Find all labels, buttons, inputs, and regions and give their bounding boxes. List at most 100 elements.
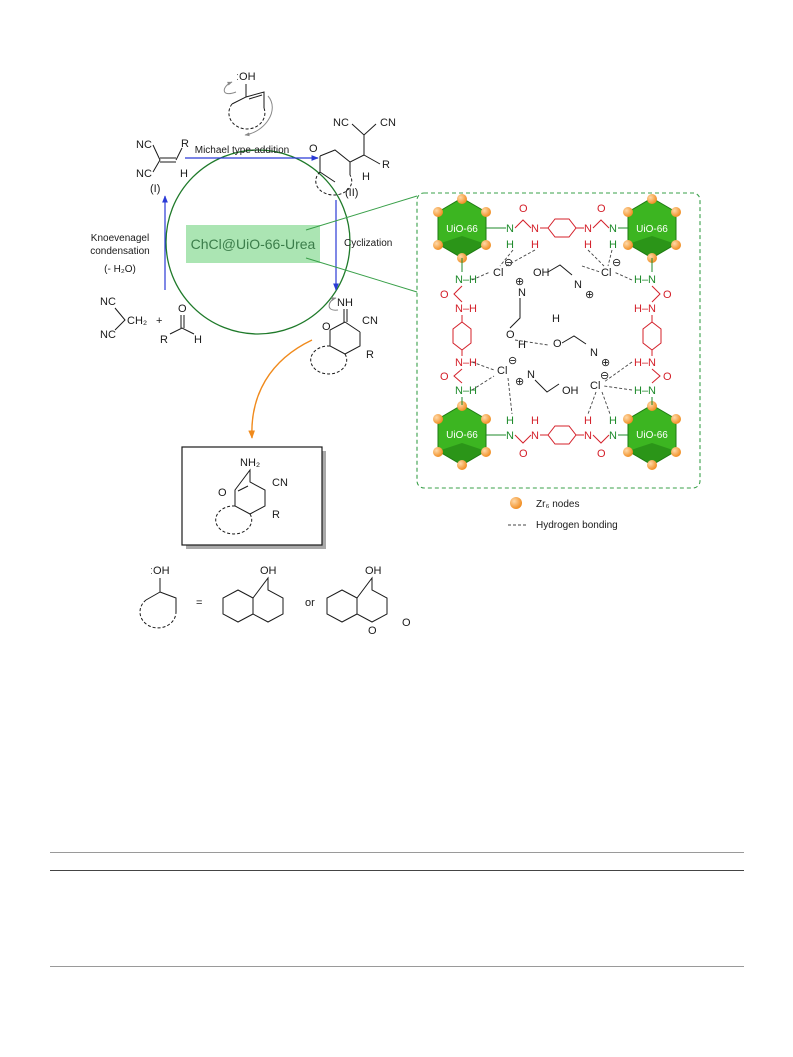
table-rule-bottom [50, 966, 744, 967]
cyclization-label: Cyclization [344, 238, 392, 249]
cyclized-intermediate: NH CN O R [310, 297, 378, 375]
svg-text:N: N [527, 369, 535, 381]
svg-text:H–N: H–N [634, 303, 656, 315]
choline-center: H O N ⊕ [552, 313, 610, 369]
framework-box [416, 192, 701, 489]
cn-label-three: CN [362, 315, 378, 327]
o-label-two: O [309, 143, 318, 155]
svg-text:O: O [519, 203, 528, 215]
svg-text:H: H [518, 339, 526, 351]
svg-text:⊕: ⊕ [515, 276, 524, 288]
knoevenagel-label-2: condensation [90, 246, 150, 257]
node-top-left: UiO-66 [433, 194, 491, 263]
malononitrile-nc-top: NC [100, 296, 116, 308]
svg-text:N–H: N–H [455, 385, 477, 397]
svg-text:N: N [584, 223, 592, 235]
zoom-line-bottom [305, 257, 418, 293]
node-label-top-right: UiO-66 [636, 224, 668, 235]
svg-text:O: O [553, 338, 562, 350]
svg-text:⊕: ⊕ [585, 289, 594, 301]
node-bottom-right: UiO-66 [623, 401, 681, 470]
svg-text:O: O [506, 329, 515, 341]
o-label-three: O [322, 321, 331, 333]
svg-text:N: N [574, 279, 582, 291]
svg-text:N–H: N–H [455, 357, 477, 369]
svg-text:O: O [519, 448, 528, 460]
legend: Zr₆ nodes Hydrogen bonding [508, 497, 618, 531]
or-word: or [305, 597, 315, 609]
label-two: (II) [345, 187, 358, 199]
product-cn: CN [272, 477, 288, 489]
r-label-two: R [382, 159, 390, 171]
choline-upper-left: N ⊕ O H [506, 276, 526, 351]
cn-label-two: CN [380, 117, 396, 129]
equals-sign: = [196, 597, 202, 609]
svg-text:⊖: ⊖ [600, 370, 609, 382]
nc-label-two: NC [333, 117, 349, 129]
michael-label: Michael type-addition [195, 145, 290, 156]
h-label-one: H [180, 168, 188, 180]
svg-text:OH: OH [562, 385, 579, 397]
svg-text:N: N [518, 287, 526, 299]
svg-text:OH: OH [533, 267, 550, 279]
choline-upper-right: OH N ⊕ [533, 264, 594, 301]
svg-text:H: H [609, 239, 617, 251]
svg-text:Cl: Cl [493, 267, 503, 279]
svg-text:⊕: ⊕ [515, 376, 524, 388]
svg-text:H: H [531, 239, 539, 251]
svg-text:N: N [506, 430, 514, 442]
svg-text:⊖: ⊖ [508, 355, 517, 367]
plus-sign: + [156, 315, 162, 327]
nc-bottom-label: NC [136, 168, 152, 180]
svg-text:N–H: N–H [455, 303, 477, 315]
svg-text:H: H [506, 415, 514, 427]
cycle-ring [165, 149, 351, 335]
h-label-two: H [362, 171, 370, 183]
malononitrile-nc-bottom: NC [100, 329, 116, 341]
catalytic-cycle: ChCl@UiO-66-Urea Michael type-addition C… [90, 71, 396, 439]
zr-node-legend-icon [510, 497, 522, 509]
nh-label: NH [337, 297, 353, 309]
svg-text:N: N [531, 430, 539, 442]
svg-text:N: N [590, 347, 598, 359]
chloride-ions: Cl ⊖ Cl ⊖ Cl ⊖ Cl ⊖ [493, 257, 621, 392]
svg-text:N: N [609, 430, 617, 442]
product-box: NH₂ CN O R [181, 446, 326, 549]
naphthol-oh: OH [260, 565, 277, 577]
aldehyde-r: R [160, 334, 168, 346]
svg-text:O: O [440, 289, 449, 301]
svg-text:O: O [663, 371, 672, 383]
enol-oh-label: ːOH [236, 71, 256, 83]
table-rule-top [50, 852, 744, 853]
svg-text:N: N [609, 223, 617, 235]
svg-text:Cl: Cl [601, 267, 611, 279]
svg-text:H: H [584, 415, 592, 427]
coumarin-oh: OH [365, 565, 382, 577]
coumarin-carbonyl-o: O [402, 617, 411, 629]
starting-materials: NC NC CH₂ + O R H [100, 296, 202, 346]
aldehyde-o: O [178, 303, 187, 315]
zoom-line-top [305, 195, 418, 231]
node-label-top-left: UiO-66 [446, 224, 478, 235]
linker-right: H–N O H–N H–N O H–N [634, 258, 672, 405]
knoevenagel-label-1: Knoevenagel [91, 233, 149, 244]
svg-text:O: O [597, 448, 606, 460]
aldehyde-h: H [194, 334, 202, 346]
node-top-right: UiO-66 [623, 194, 681, 263]
svg-text:Cl: Cl [590, 380, 600, 392]
node-bottom-left: UiO-66 [433, 401, 491, 470]
svg-text:H–N: H–N [634, 274, 656, 286]
label-one: (I) [150, 183, 160, 195]
generic-enol-oh: ːOH [150, 565, 170, 577]
hydrogen-bonds [471, 249, 633, 415]
table-rule-header [50, 870, 744, 871]
linker-bottom: N H O N H N H O N H [486, 415, 628, 460]
product-nh2: NH₂ [240, 457, 260, 469]
product-arrow [248, 339, 313, 439]
coumarin-ring-o: O [368, 625, 377, 637]
svg-text:H: H [552, 313, 560, 325]
svg-text:Cl: Cl [497, 365, 507, 377]
svg-text:N: N [531, 223, 539, 235]
linker-top: N H O N H N H O N H [486, 203, 628, 251]
svg-text:N: N [506, 223, 514, 235]
